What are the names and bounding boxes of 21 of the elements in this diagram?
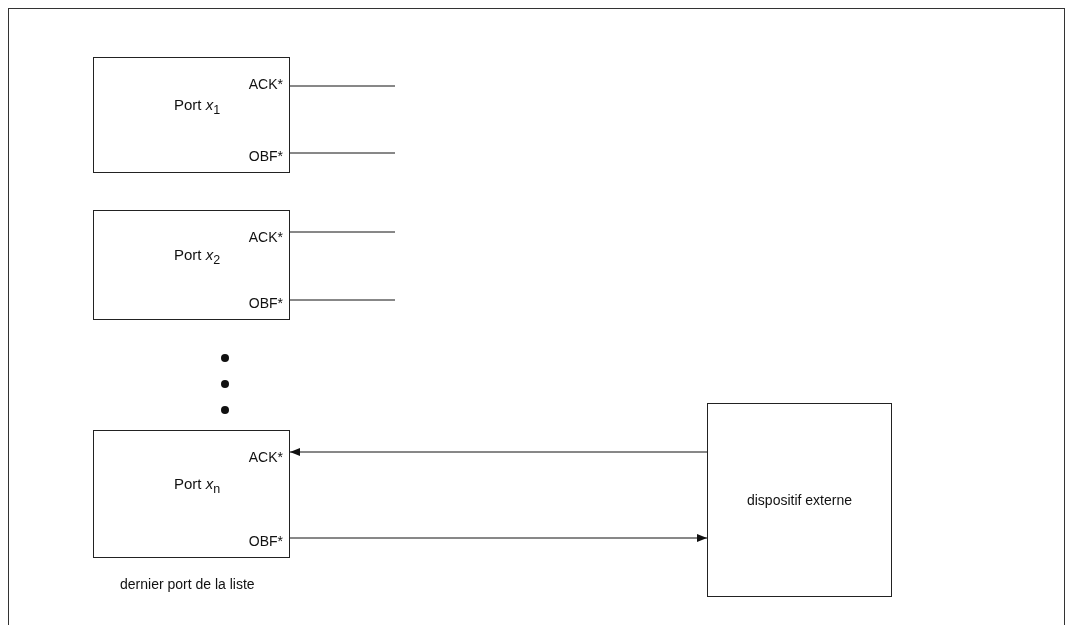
- arrow: [289, 534, 708, 542]
- pin-label: OBF*: [248, 533, 283, 549]
- port-box: [93, 57, 290, 173]
- pin-label: OBF*: [248, 295, 283, 311]
- port-name: Port x$_{1}$: [174, 96, 221, 117]
- arrow: [289, 448, 708, 456]
- signal-line: [289, 299, 396, 301]
- device-name: dispositif externe: [745, 492, 854, 508]
- port-box: [93, 430, 290, 558]
- signal-line: [289, 231, 396, 233]
- pin-label: OBF*: [248, 148, 283, 164]
- signal-line: [289, 85, 396, 87]
- pin-label: ACK*: [248, 229, 283, 245]
- port-name: Port x$_{n}$: [174, 475, 221, 496]
- port-box: [93, 210, 290, 320]
- pin-label: ACK*: [248, 76, 283, 92]
- pin-label: ACK*: [248, 449, 283, 465]
- device-box: [707, 403, 892, 597]
- caption-text: dernier port de la liste: [120, 576, 255, 592]
- signal-line: [289, 152, 396, 154]
- port-name: Port x$_{2}$: [174, 246, 221, 267]
